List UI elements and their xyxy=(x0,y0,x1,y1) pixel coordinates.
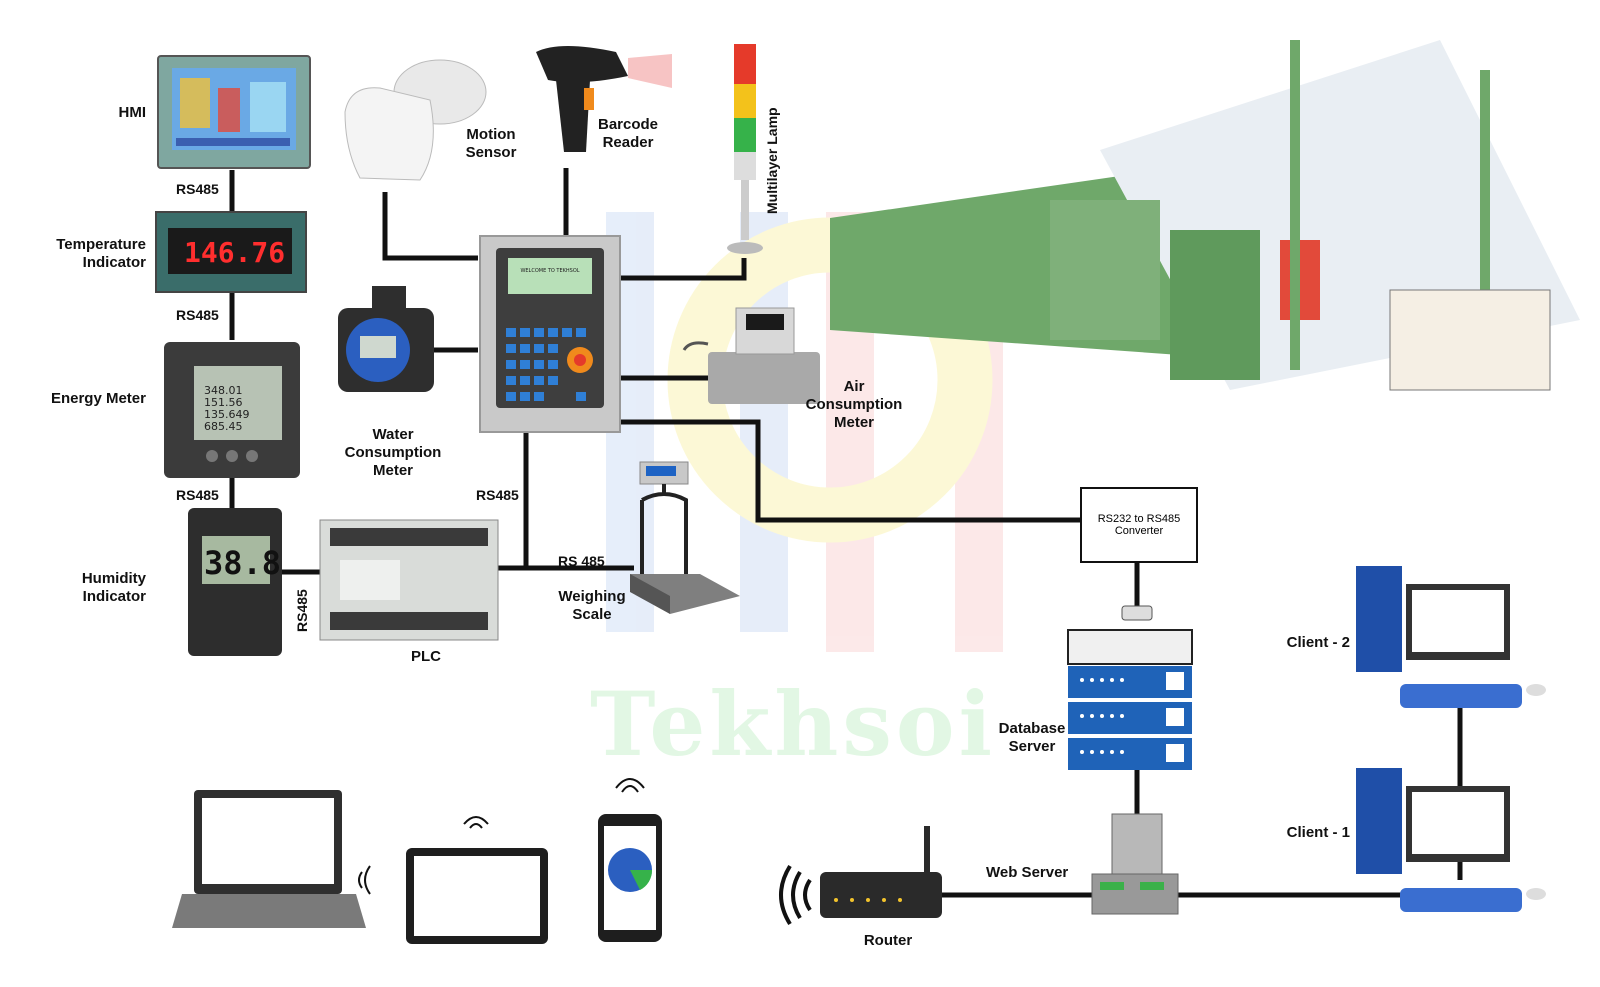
svg-text:685.45: 685.45 xyxy=(204,420,243,433)
controller-screen-text: WELCOME TO TEKHSOL xyxy=(520,268,579,274)
rs485-label: RS485 xyxy=(176,181,219,197)
water-meter-label: Water Consumption Meter xyxy=(344,426,442,479)
web-server-device xyxy=(1091,813,1179,915)
rs485-label: RS 485 xyxy=(558,553,605,569)
weighing-scale-label: Weighing Scale xyxy=(558,588,626,623)
humidity-reading: 38.8 xyxy=(204,544,281,582)
humidity-indicator-label: Humidity Indicator xyxy=(81,570,146,605)
central-controller-device: WELCOME TO TEKHSOL xyxy=(479,235,621,433)
barcode-reader-label: Barcode Reader xyxy=(597,116,659,151)
database-server-label: Database Server xyxy=(998,720,1066,755)
motion-sensor-label: Motion Sensor xyxy=(465,126,517,161)
multilayer-lamp-device xyxy=(727,44,763,254)
phone-device xyxy=(598,778,662,942)
hmi-device xyxy=(157,55,311,169)
web-server-label: Web Server xyxy=(986,864,1069,881)
rs485-vertical-label: RS485 xyxy=(294,589,310,632)
plc-label: PLC xyxy=(411,648,441,665)
humidity-indicator-device: 38.8 xyxy=(188,508,282,656)
client-1-computer xyxy=(1356,768,1546,912)
tablet-device xyxy=(406,816,548,944)
svg-text:135.649: 135.649 xyxy=(204,408,250,421)
hmi-label: HMI xyxy=(118,104,147,121)
serial-connector xyxy=(1121,605,1153,621)
router-device xyxy=(779,826,942,926)
database-server-device xyxy=(1067,629,1193,770)
temperature-indicator-device: 146.76 xyxy=(155,211,307,293)
rs485-label: RS485 xyxy=(476,487,519,503)
rs485-label: RS485 xyxy=(176,487,219,503)
rs232-rs485-converter-box: RS232 to RS485 Converter xyxy=(1080,487,1198,563)
multilayer-lamp-label: Multilayer Lamp xyxy=(764,107,780,214)
client-2-computer xyxy=(1356,566,1546,708)
svg-text:151.56: 151.56 xyxy=(204,396,243,409)
svg-text:348.01: 348.01 xyxy=(204,384,243,397)
energy-meter-device: 348.01 151.56 135.649 685.45 xyxy=(164,342,300,478)
rs485-label: RS485 xyxy=(176,307,219,323)
converter-label: RS232 to RS485 Converter xyxy=(1097,513,1181,537)
weighing-scale-device xyxy=(630,461,740,614)
textile-machine-image xyxy=(830,40,1580,391)
client-1-label: Client - 1 xyxy=(1286,824,1350,841)
motion-sensor-device xyxy=(344,59,487,181)
energy-meter-label: Energy Meter xyxy=(50,390,146,407)
watermark-text: Tekhsoi xyxy=(590,672,996,776)
air-meter-label: Air Consumption Meter xyxy=(805,378,903,431)
barcode-reader-device xyxy=(536,46,672,152)
air-meter-device xyxy=(682,307,820,404)
temperature-reading: 146.76 xyxy=(184,236,285,269)
plc-device xyxy=(319,519,499,641)
laptop-device xyxy=(172,790,371,928)
temperature-indicator-label: Temperature Indicator xyxy=(56,236,146,271)
router-label: Router xyxy=(863,932,913,949)
client-2-label: Client - 2 xyxy=(1286,634,1350,651)
water-meter-device xyxy=(338,286,434,392)
